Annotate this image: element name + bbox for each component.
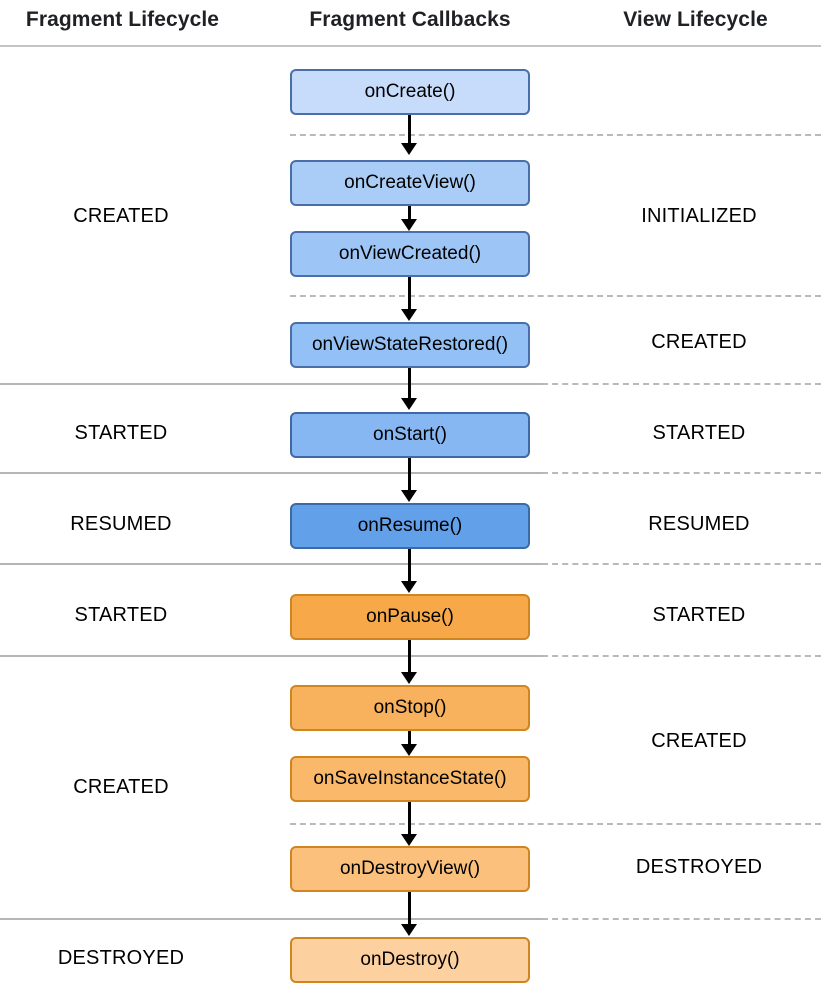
- callback-node[interactable]: onSaveInstanceState(): [290, 756, 530, 802]
- fragment-state-divider: [0, 563, 542, 565]
- arrow-shaft: [408, 277, 411, 309]
- fragment-state-label: DESTROYED: [57, 947, 185, 969]
- view-state-label: RESUMED: [648, 513, 750, 535]
- view-state-divider: [290, 823, 821, 825]
- header-divider: [0, 45, 821, 47]
- callback-node[interactable]: onViewCreated(): [290, 231, 530, 277]
- view-state-divider: [290, 134, 821, 136]
- callback-node[interactable]: onStop(): [290, 685, 530, 731]
- view-state-divider: [542, 563, 821, 565]
- fragment-state-divider: [0, 655, 542, 657]
- arrow-head: [401, 744, 417, 756]
- view-state-label: INITIALIZED: [641, 205, 757, 227]
- view-state-label: DESTROYED: [635, 856, 763, 878]
- arrow-head: [401, 672, 417, 684]
- column-header-fragment-callbacks: Fragment Callbacks: [309, 8, 511, 31]
- arrow-shaft: [408, 892, 411, 924]
- view-state-label: CREATED: [651, 730, 747, 752]
- arrow-shaft: [408, 640, 411, 672]
- fragment-state-label: STARTED: [74, 422, 168, 444]
- column-header-fragment-lifecycle: Fragment Lifecycle: [25, 8, 220, 31]
- arrow-shaft: [408, 206, 411, 219]
- callback-node[interactable]: onViewStateRestored(): [290, 322, 530, 368]
- arrow-shaft: [408, 115, 411, 143]
- arrow-head: [401, 398, 417, 410]
- arrow-head: [401, 581, 417, 593]
- arrow-head: [401, 834, 417, 846]
- fragment-state-label: CREATED: [73, 776, 169, 798]
- view-state-label: STARTED: [652, 604, 746, 626]
- callback-node[interactable]: onDestroyView(): [290, 846, 530, 892]
- arrow-head: [401, 219, 417, 231]
- callback-node[interactable]: onStart(): [290, 412, 530, 458]
- arrow-shaft: [408, 458, 411, 490]
- fragment-state-divider: [0, 383, 542, 385]
- callback-node[interactable]: onResume(): [290, 503, 530, 549]
- fragment-state-label: RESUMED: [70, 513, 172, 535]
- view-state-label: CREATED: [651, 331, 747, 353]
- callback-node[interactable]: onCreate(): [290, 69, 530, 115]
- arrow-head: [401, 143, 417, 155]
- arrow-head: [401, 490, 417, 502]
- view-state-divider: [542, 383, 821, 385]
- callback-node[interactable]: onPause(): [290, 594, 530, 640]
- fragment-state-label: CREATED: [73, 205, 169, 227]
- fragment-state-divider: [0, 918, 542, 920]
- callback-node[interactable]: onCreateView(): [290, 160, 530, 206]
- arrow-shaft: [408, 731, 411, 744]
- view-state-label: STARTED: [652, 422, 746, 444]
- view-state-divider: [542, 918, 821, 920]
- fragment-state-label: STARTED: [74, 604, 168, 626]
- view-state-divider: [290, 295, 821, 297]
- view-state-divider: [542, 655, 821, 657]
- arrow-head: [401, 309, 417, 321]
- arrow-shaft: [408, 549, 411, 581]
- arrow-shaft: [408, 802, 411, 834]
- callback-node[interactable]: onDestroy(): [290, 937, 530, 983]
- column-header-view-lifecycle: View Lifecycle: [623, 8, 768, 31]
- fragment-state-divider: [0, 472, 542, 474]
- arrow-head: [401, 924, 417, 936]
- arrow-shaft: [408, 368, 411, 398]
- view-state-divider: [542, 472, 821, 474]
